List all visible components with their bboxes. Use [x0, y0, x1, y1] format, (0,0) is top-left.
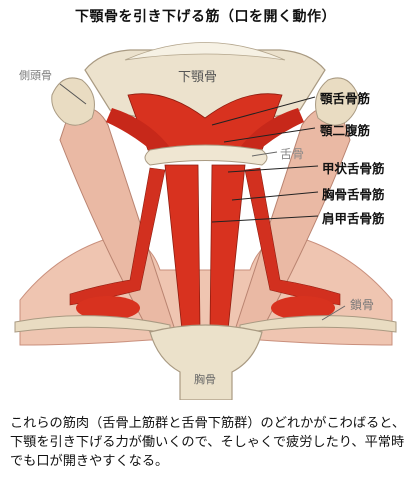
sternocleidomastoid-left [59, 106, 176, 336]
muscle-mass-left [76, 296, 140, 320]
muscle-mass-right [271, 296, 335, 320]
geniohyoid-label: 顎舌骨筋 [320, 91, 371, 106]
sternum-label: 胸骨 [194, 373, 216, 386]
temporal-bone-label: 側頭骨 [19, 69, 52, 82]
sternohyoid-label: 胸骨舌骨筋 [322, 187, 385, 202]
neck-muscle-illustration [14, 42, 397, 400]
leader-temporal [59, 83, 87, 105]
digastric-muscle [106, 108, 304, 158]
hyoid-bone [144, 144, 268, 166]
leader-thyrohyoid [227, 165, 319, 173]
leader-digastric [223, 127, 316, 143]
temporal-bone-right [315, 77, 359, 126]
hyoid-label: 舌骨 [280, 147, 305, 161]
sternum-bone [149, 324, 263, 400]
temporal-bone-left [51, 77, 95, 126]
omohyoid-right [244, 167, 341, 306]
mandible-label: 下顎骨 [178, 70, 218, 85]
caption-text: これらの筋肉（舌骨上筋群と舌骨下筋群）のどれかがこわばると、下顎を引き下げる力が… [10, 416, 406, 469]
page-title: 下顎骨を引き下げる筋（口を開く動作） [75, 9, 336, 25]
digastric-label: 顎二腹筋 [320, 123, 371, 138]
leader-geniohyoid [211, 96, 316, 126]
mylohyoid-muscle [127, 93, 283, 156]
leader-sternohyoid [231, 191, 319, 201]
leader-clavicle [321, 305, 346, 321]
leader-hyoid [251, 151, 278, 157]
thyrohyoid-label: 甲状舌骨筋 [322, 161, 385, 176]
leader-omohyoid [211, 215, 319, 223]
omohyoid-left [69, 167, 166, 306]
clavicle-label: 鎖骨 [350, 298, 375, 312]
omohyoid-label: 肩甲舌骨筋 [322, 211, 385, 226]
teeth [124, 42, 286, 61]
